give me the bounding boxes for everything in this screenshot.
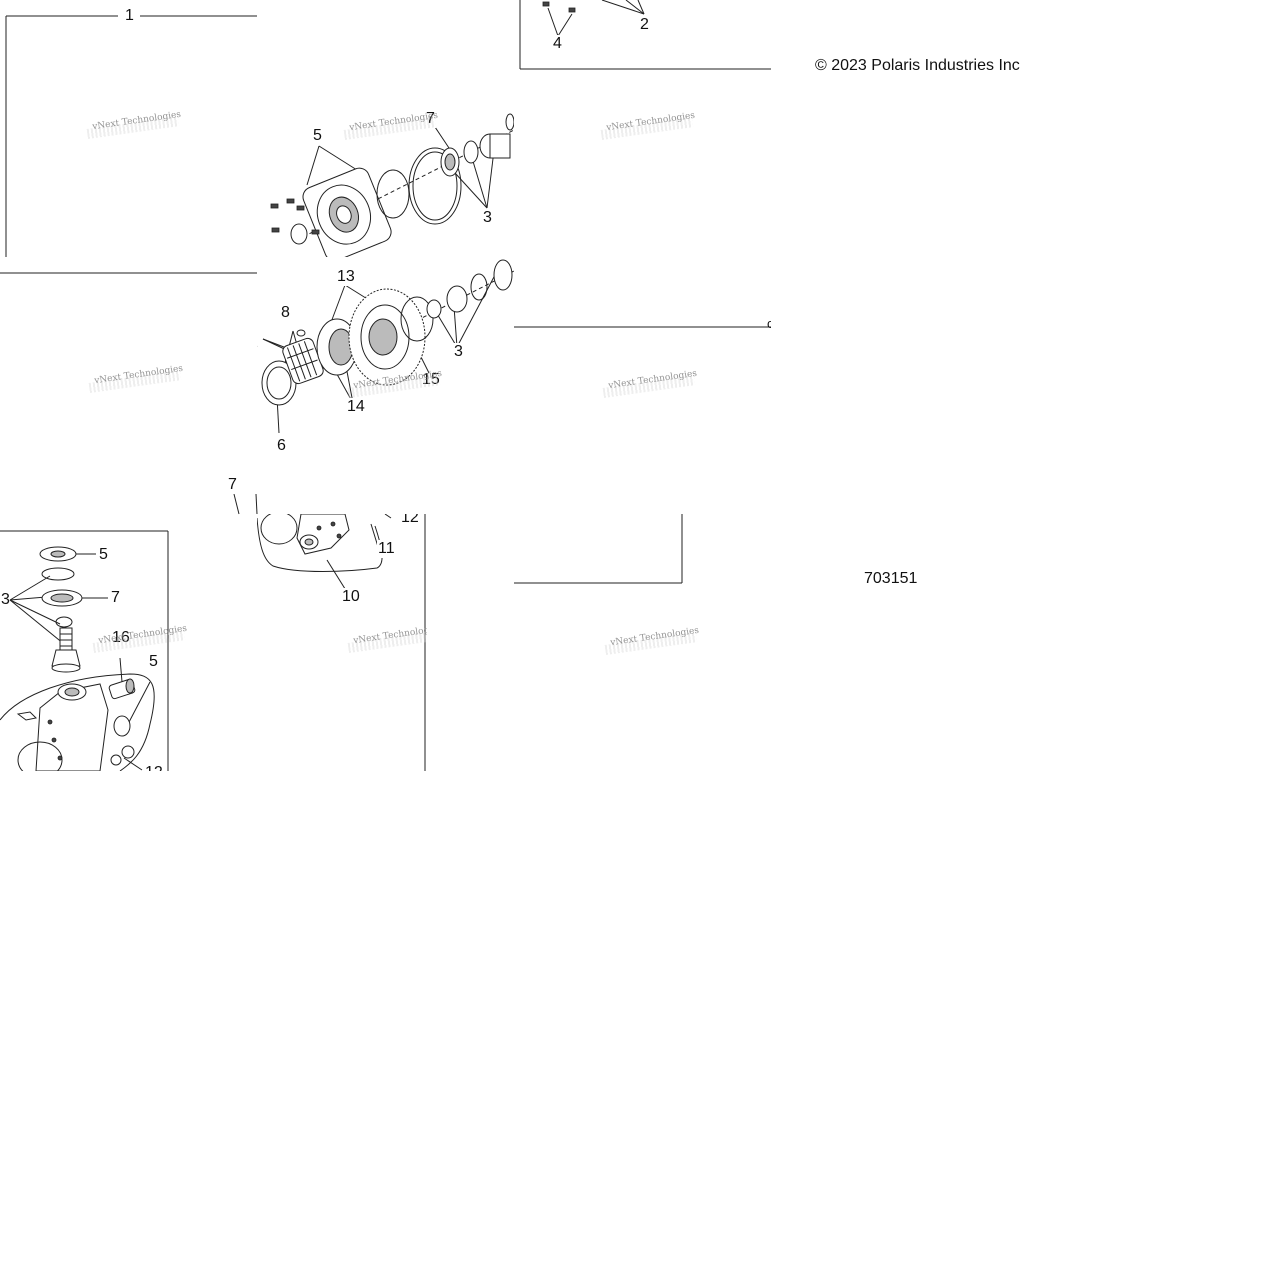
callout-2: 2 bbox=[639, 16, 650, 34]
diagram-tile-d: vNext Technologies bbox=[0, 274, 257, 514]
tile-b-drawing bbox=[270, 113, 514, 257]
tile-a-lines bbox=[5, 15, 257, 257]
callout-1: 1 bbox=[124, 7, 135, 25]
callout-6: 6 bbox=[276, 437, 287, 455]
callout-14: 14 bbox=[346, 398, 366, 416]
callout-5: 5 bbox=[148, 653, 159, 671]
diagram-tile-g: 5 3 7 16 5 12 vNext Technologies bbox=[0, 514, 257, 771]
callout-7-gap: 7 bbox=[227, 476, 238, 494]
watermark: vNext Technologies bbox=[93, 363, 184, 387]
callout-11: 11 bbox=[377, 540, 396, 558]
tile-f-lines bbox=[514, 326, 771, 328]
tile-e-drawing bbox=[261, 259, 514, 434]
figure-number: 703151 bbox=[864, 570, 918, 587]
diagram-tile-h: 12 11 10 vNext Technologies bbox=[257, 514, 427, 771]
callout-13: 13 bbox=[336, 268, 356, 286]
tile-c-drawing bbox=[519, 0, 771, 70]
callout-12: 12 bbox=[400, 514, 420, 527]
callout-1: 1 bbox=[257, 334, 259, 352]
callout-3: 3 bbox=[453, 343, 464, 361]
copyright-notice: © 2023 Polaris Industries Inc bbox=[815, 57, 1020, 74]
diagram-tile-c: 9 4 2 vNext Technologies bbox=[514, 0, 771, 257]
diagram-tile-e: 13 8 1 3 15 14 6 vNext Technologies bbox=[257, 257, 514, 514]
callout-10: 10 bbox=[341, 588, 361, 606]
tile-h-drawing bbox=[257, 514, 426, 771]
tile-g-drawing bbox=[0, 530, 169, 771]
callout-3: 3 bbox=[1, 591, 10, 608]
callout-5: 5 bbox=[98, 546, 109, 564]
callout-7: 7 bbox=[110, 589, 121, 607]
callout-c: c. bbox=[767, 316, 771, 331]
callout-3: 3 bbox=[482, 209, 493, 227]
diagram-tile-b: 5 7 3 vNext Technologies bbox=[257, 0, 514, 257]
callout-12: 12 bbox=[144, 764, 164, 771]
tile-i-lines bbox=[514, 514, 683, 584]
diagram-tile-f: c. vNext Technologies bbox=[514, 257, 771, 514]
callout-4: 4 bbox=[552, 35, 563, 53]
diagram-tile-i: vNext Technologies bbox=[514, 514, 771, 771]
diagram-tile-a: 1 vNext Technologies bbox=[0, 0, 257, 257]
callout-5: 5 bbox=[312, 127, 323, 145]
callout-8: 8 bbox=[280, 304, 291, 322]
